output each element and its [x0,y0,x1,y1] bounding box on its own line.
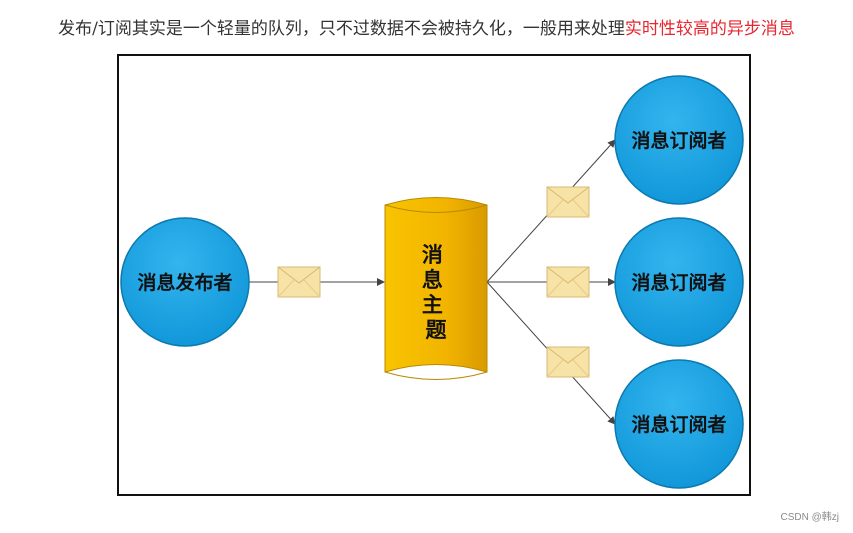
envelope-icon [277,266,321,298]
publisher-node: 消息发布者 [120,217,250,347]
subscriber-node-3: 消息订阅者 [614,359,744,489]
caption-highlight: 实时性较高的异步消息 [624,19,795,39]
topic-label: 消 息 主 题 [422,243,450,342]
subscriber-label: 消息订阅者 [631,271,726,294]
topic-char-1: 消 [422,243,443,267]
caption: 发布/订阅其实是一个轻量的队列，只不过数据不会被持久化，一般用来处理实时性较高的… [0,14,853,39]
envelope-icon [546,346,590,378]
envelope-icon [546,266,590,298]
subscriber-label: 消息订阅者 [631,129,726,152]
caption-main: 发布/订阅其实是一个轻量的队列，只不过数据不会被持久化，一般用来处理 [58,19,625,39]
watermark: CSDN @韩zj [780,512,840,523]
topic-char-4: 题 [426,318,448,342]
topic-char-3: 主 [422,293,443,317]
envelope-icon [546,186,590,218]
topic-char-2: 息 [422,268,443,292]
topic-node: 消 息 主 题 [384,197,488,380]
publisher-label: 消息发布者 [137,271,232,294]
subscriber-node-1: 消息订阅者 [614,75,744,205]
subscriber-label: 消息订阅者 [631,413,726,436]
subscriber-node-2: 消息订阅者 [614,217,744,347]
